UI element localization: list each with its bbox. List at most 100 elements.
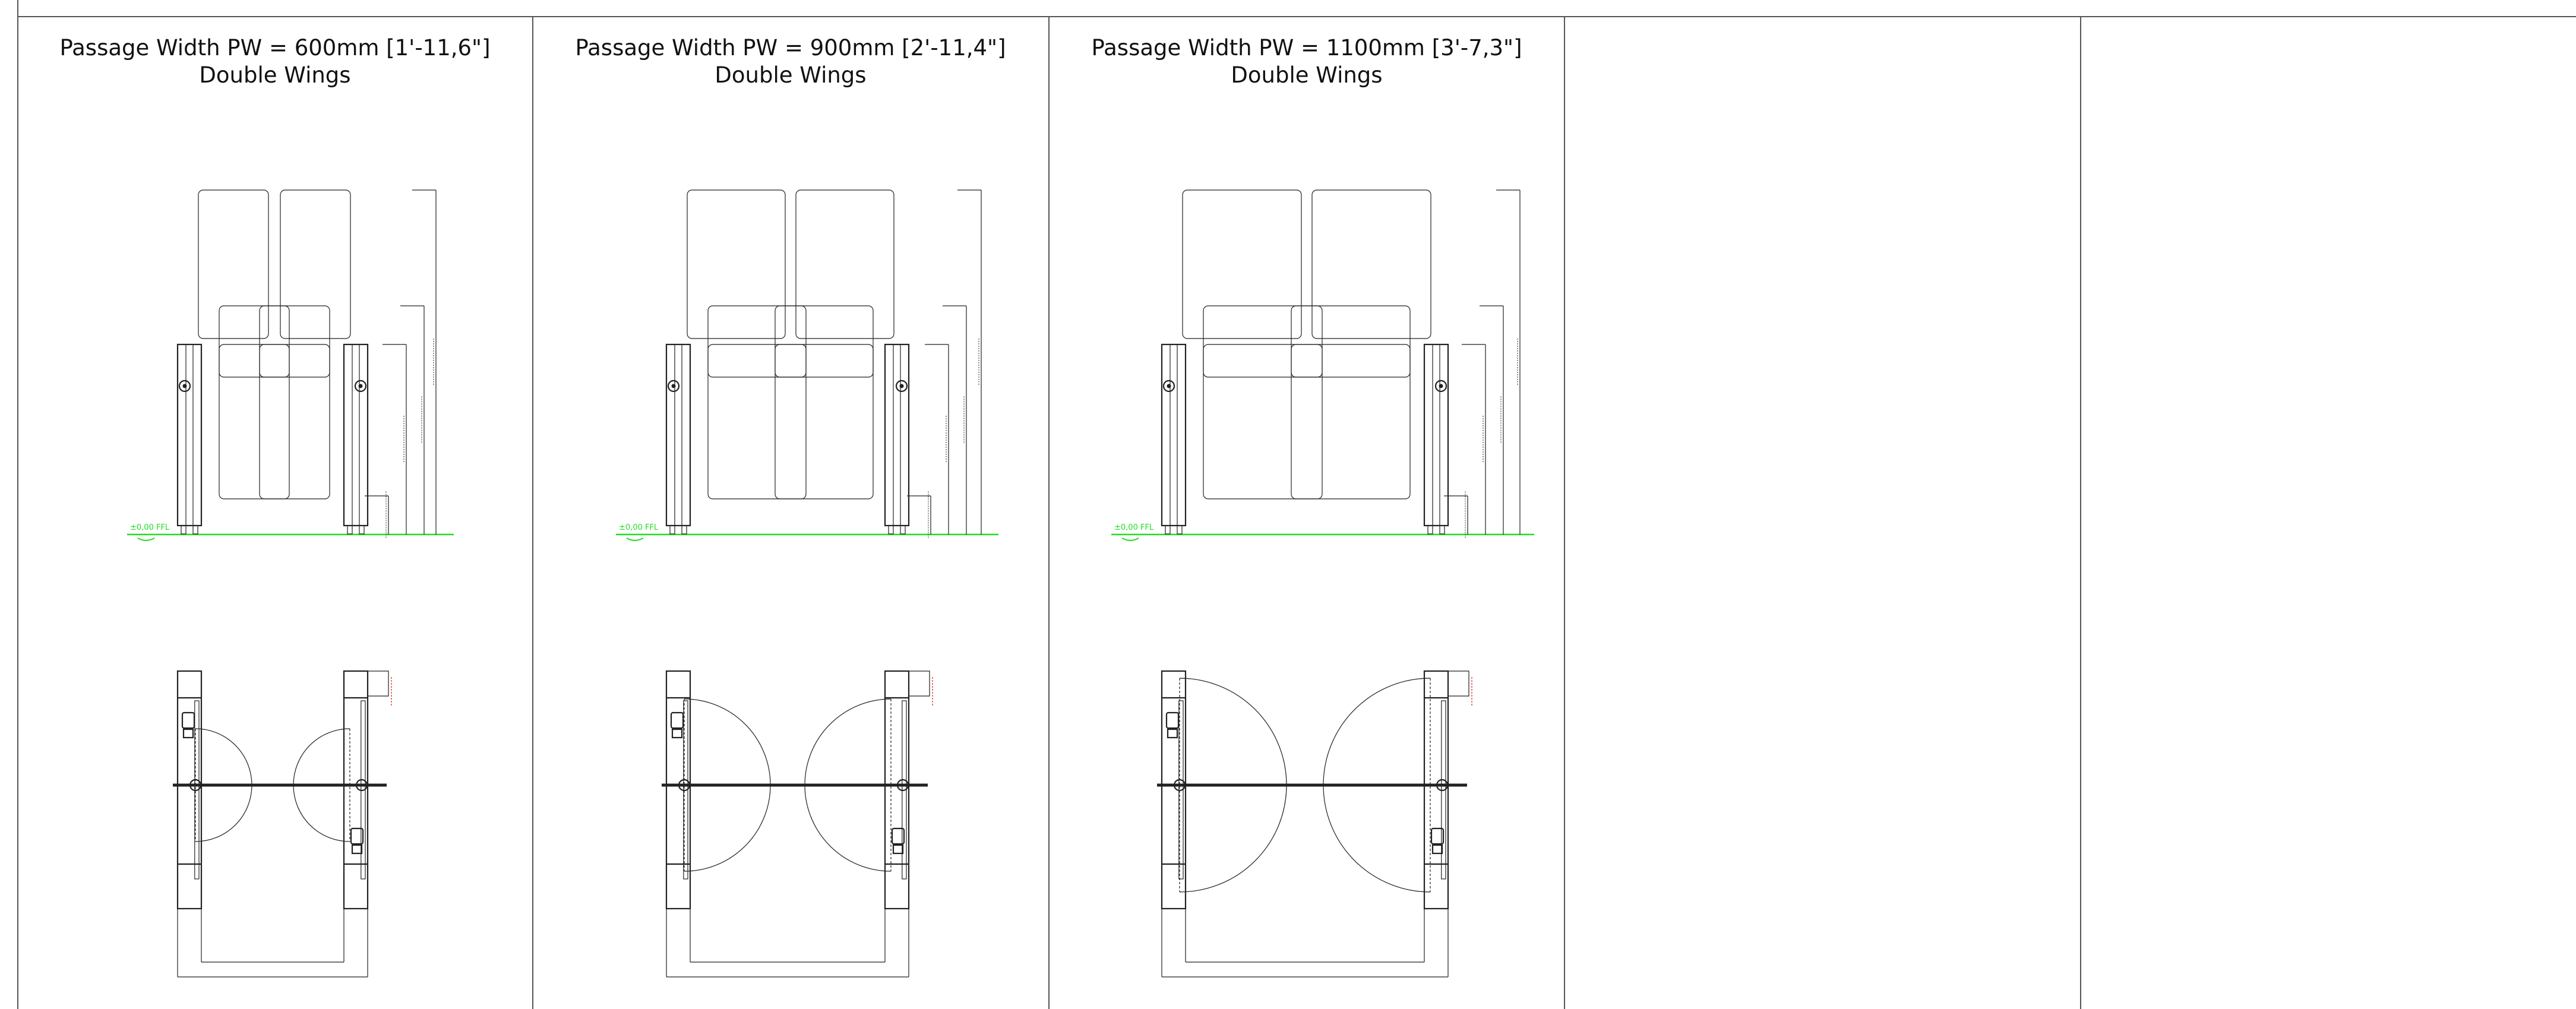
- card-reader-circle: [1162, 379, 1175, 393]
- card-reader-circle: [354, 379, 367, 393]
- cabinet-foot: [888, 525, 894, 534]
- cabinet-foot: [1427, 525, 1433, 534]
- cabinet-foot: [1165, 525, 1171, 534]
- panel-1-title: Passage Width PW = 600mm [1'-11,6"] Doub…: [17, 34, 533, 89]
- plan-view: [173, 670, 392, 978]
- cabinet-plan-body: [176, 670, 203, 910]
- plan-view: [662, 670, 933, 978]
- wing-mid-panel: [259, 305, 330, 378]
- wing-upper-panel: [1311, 189, 1431, 339]
- floor-level-symbol: [626, 537, 644, 541]
- wing-elevation-1: [198, 189, 290, 499]
- panel-3-subtitle: Double Wings: [1231, 62, 1383, 88]
- cabinet-side-2: [1423, 343, 1449, 534]
- panel-1-subtitle: Double Wings: [199, 62, 351, 88]
- wing-elevation-1: [687, 189, 807, 499]
- card-reader-plan-icon: [1167, 728, 1178, 739]
- wing-swing-arc: [804, 698, 892, 872]
- cabinet-foot: [669, 525, 675, 534]
- cabinet-body: [884, 343, 910, 527]
- wing-elevation-1: [1182, 189, 1323, 499]
- wing-lower-panel: [1203, 344, 1323, 499]
- cabinet-plan-1: [176, 670, 203, 910]
- wing-elevation-2: [775, 189, 895, 499]
- wing-mid-panel: [707, 305, 807, 378]
- panel-1-title-line: Passage Width PW = 600mm [1'-11,6"]: [59, 35, 491, 61]
- cabinet-side-2: [343, 343, 369, 534]
- cabinet-depth-dimension: [1424, 670, 1469, 697]
- cabinet-inner-panel: [893, 344, 901, 526]
- cabinet-side-1: [665, 343, 691, 534]
- cabinet-body: [343, 343, 369, 527]
- wing-swing-arc: [195, 728, 252, 842]
- cabinet-foot: [181, 525, 187, 534]
- wing-lower-panel: [259, 344, 330, 499]
- card-reader-plan-icon: [892, 844, 904, 855]
- panel-3-title-line: Passage Width PW = 1100mm [3'-7,3"]: [1091, 35, 1522, 61]
- wing-swing-arc: [684, 698, 771, 872]
- card-reader-plan-icon: [181, 711, 195, 729]
- cabinet-foot: [681, 525, 687, 534]
- cabinet-foot: [1177, 525, 1183, 534]
- card-reader-circle: [895, 379, 908, 393]
- floor-level-label: ±0,00 FFL: [130, 523, 170, 532]
- cabinet-foot: [900, 525, 906, 534]
- wing-lower-panel: [1291, 344, 1411, 499]
- wing-upper-panel: [280, 189, 351, 339]
- panel-2-title-line: Passage Width PW = 900mm [2'-11,4"]: [575, 35, 1006, 61]
- floor-level-symbol: [137, 537, 155, 541]
- wing-upper-panel: [198, 189, 269, 339]
- panel-3-title: Passage Width PW = 1100mm [3'-7,3"] Doub…: [1049, 34, 1564, 89]
- wing-upper-panel: [795, 189, 895, 339]
- panel-2-subtitle: Double Wings: [715, 62, 867, 88]
- cabinet-plan-2: [343, 670, 369, 910]
- elevation-view: ±0,00 FFL: [1111, 189, 1534, 541]
- card-reader-plan-icon: [671, 728, 683, 739]
- floor-level-symbol: [1121, 537, 1139, 541]
- card-reader-plan-icon: [1165, 711, 1180, 729]
- cabinet-foot: [359, 525, 365, 534]
- card-reader-plan-icon: [891, 827, 905, 845]
- card-reader-plan-icon: [182, 728, 194, 739]
- card-reader-dot: [1167, 384, 1171, 388]
- cabinet-body: [176, 343, 203, 527]
- wing-mid-panel: [1203, 305, 1323, 378]
- wing-mid-panel: [775, 305, 874, 378]
- cabinet-body: [1161, 343, 1187, 527]
- card-reader-dot: [358, 384, 363, 388]
- card-reader-plan-icon: [351, 844, 363, 855]
- wing-elevation-2: [259, 189, 351, 499]
- cabinet-depth-dimension: [344, 670, 389, 697]
- cabinet-inner-panel: [1432, 344, 1440, 526]
- cabinet-body: [1423, 343, 1449, 527]
- cabinet-foot: [347, 525, 353, 534]
- cabinet-inner-panel: [185, 344, 194, 526]
- cabinet-side-1: [1161, 343, 1187, 534]
- wing-mid-panel: [1291, 305, 1411, 378]
- cabinet-inner-panel: [1170, 344, 1178, 526]
- card-reader-dot: [1439, 384, 1443, 388]
- panel-2-drawing: ±0,00 FFL: [616, 189, 998, 978]
- floor-level-label: ±0,00 FFL: [619, 523, 659, 532]
- elevation-view: ±0,00 FFL: [616, 189, 998, 541]
- cabinet-plan-body: [1161, 670, 1187, 910]
- cabinet-plan-1: [665, 670, 691, 910]
- wing-upper-panel: [687, 189, 786, 339]
- card-reader-plan-icon: [1430, 827, 1445, 845]
- cabinet-inner-panel: [674, 344, 682, 526]
- panel-3-drawing: ±0,00 FFL: [1111, 189, 1534, 978]
- cabinet-plan-2: [884, 670, 910, 910]
- cabinet-foot: [192, 525, 198, 534]
- cabinet-body: [665, 343, 691, 527]
- card-reader-dot: [182, 384, 187, 388]
- wing-swing-arc: [293, 728, 350, 842]
- card-reader-circle: [1434, 379, 1447, 393]
- card-reader-dot: [671, 384, 676, 388]
- wing-lower-panel: [707, 344, 807, 499]
- elevation-view: ±0,00 FFL: [127, 189, 454, 541]
- panel-2-title: Passage Width PW = 900mm [2'-11,4"] Doub…: [533, 34, 1048, 89]
- cabinet-side-2: [884, 343, 910, 534]
- card-reader-circle: [667, 379, 680, 393]
